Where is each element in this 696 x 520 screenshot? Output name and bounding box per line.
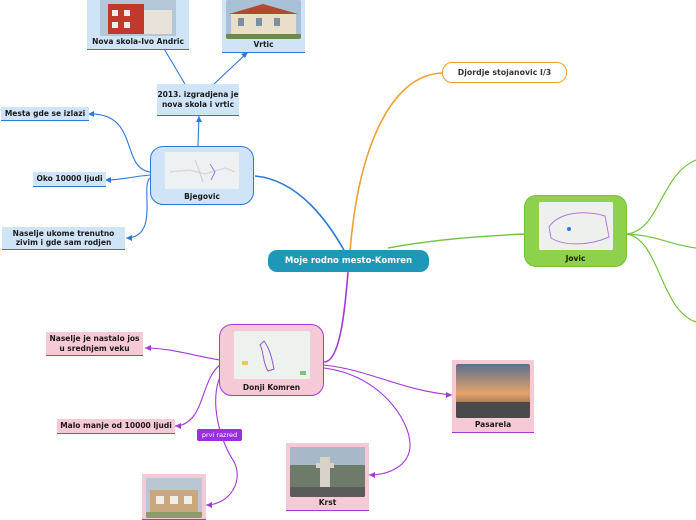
nova-skola-image	[100, 0, 176, 36]
subtopic-naselje[interactable]: Naselje ukome trenutno zivim i gde sam r…	[2, 227, 125, 250]
relationship-label[interactable]: prvi razred	[197, 429, 242, 441]
subtopic-oko-label: Oko 10000 ljudi	[36, 174, 103, 184]
school-photo-icon	[146, 478, 202, 518]
map-icon	[165, 152, 239, 189]
topic-djordje[interactable]: Djordje stojanovic I/3	[442, 62, 567, 83]
subtopic-krst-label: Krst	[318, 497, 337, 507]
subtopic-nastalo[interactable]: Naselje je nastalo jos u srednjem veku	[46, 332, 143, 356]
subtopic-nastalo-label: Naselje je nastalo jos u srednjem veku	[49, 334, 140, 353]
krst-image	[290, 447, 365, 497]
topic-donji-komren[interactable]: Donji Komren	[219, 324, 324, 396]
central-topic-label: Moje rodno mesto-Komren	[284, 255, 413, 266]
topic-jovic[interactable]: Jovic	[524, 195, 627, 267]
monument-photo-icon	[290, 447, 365, 497]
subtopic-nova-skola-label: Nova skola-Ivo Andric	[92, 36, 184, 46]
topic-jovic-label: Jovic	[565, 253, 586, 263]
subtopic-naselje-label: Naselje ukome trenutno zivim i gde sam r…	[12, 228, 115, 247]
subtopic-mesta[interactable]: Mesta gde se izlazi	[1, 107, 89, 121]
subtopic-pasarela-label: Pasarela	[474, 419, 512, 429]
subtopic-malo[interactable]: Malo manje od 10000 ljudi	[57, 419, 175, 434]
subtopic-vrtic[interactable]: Vrtic	[222, 0, 305, 53]
subtopic-pasarela[interactable]: Pasarela	[452, 360, 534, 433]
subtopic-krst[interactable]: Krst	[286, 443, 369, 511]
relationship-label-text: prvi razred	[201, 431, 238, 439]
vrtic-image	[226, 0, 301, 39]
school-first-grade-image	[146, 478, 202, 518]
subtopic-nova-skola[interactable]: Nova skola-Ivo Andric	[87, 0, 189, 50]
komren-map-image	[234, 331, 310, 379]
subtopic-school-image[interactable]	[142, 474, 206, 520]
bjegovic-map-image	[165, 152, 239, 189]
pasarela-image	[456, 364, 530, 418]
subtopic-izgradnja-label: 2013. izgradjena je nova skola i vrtic	[157, 90, 239, 109]
school-photo-icon	[100, 0, 176, 36]
subtopic-vrtic-label: Vrtic	[253, 39, 274, 49]
subtopic-oko[interactable]: Oko 10000 ljudi	[33, 172, 106, 187]
map-icon	[539, 202, 613, 250]
map-icon	[234, 331, 310, 379]
sunset-photo-icon	[456, 364, 530, 418]
topic-bjegovic-label: Bjegovic	[184, 191, 220, 201]
topic-djordje-label: Djordje stojanovic I/3	[457, 67, 552, 77]
subtopic-izgradnja[interactable]: 2013. izgradjena je nova skola i vrtic	[157, 84, 239, 116]
subtopic-malo-label: Malo manje od 10000 ljudi	[60, 421, 172, 431]
subtopic-mesta-label: Mesta gde se izlazi	[4, 108, 86, 118]
topic-donji-komren-label: Donji Komren	[242, 382, 301, 392]
jovic-map-image	[539, 202, 613, 250]
topic-bjegovic[interactable]: Bjegovic	[150, 146, 254, 205]
kindergarten-photo-icon	[226, 0, 301, 39]
central-topic[interactable]: Moje rodno mesto-Komren	[268, 250, 429, 272]
